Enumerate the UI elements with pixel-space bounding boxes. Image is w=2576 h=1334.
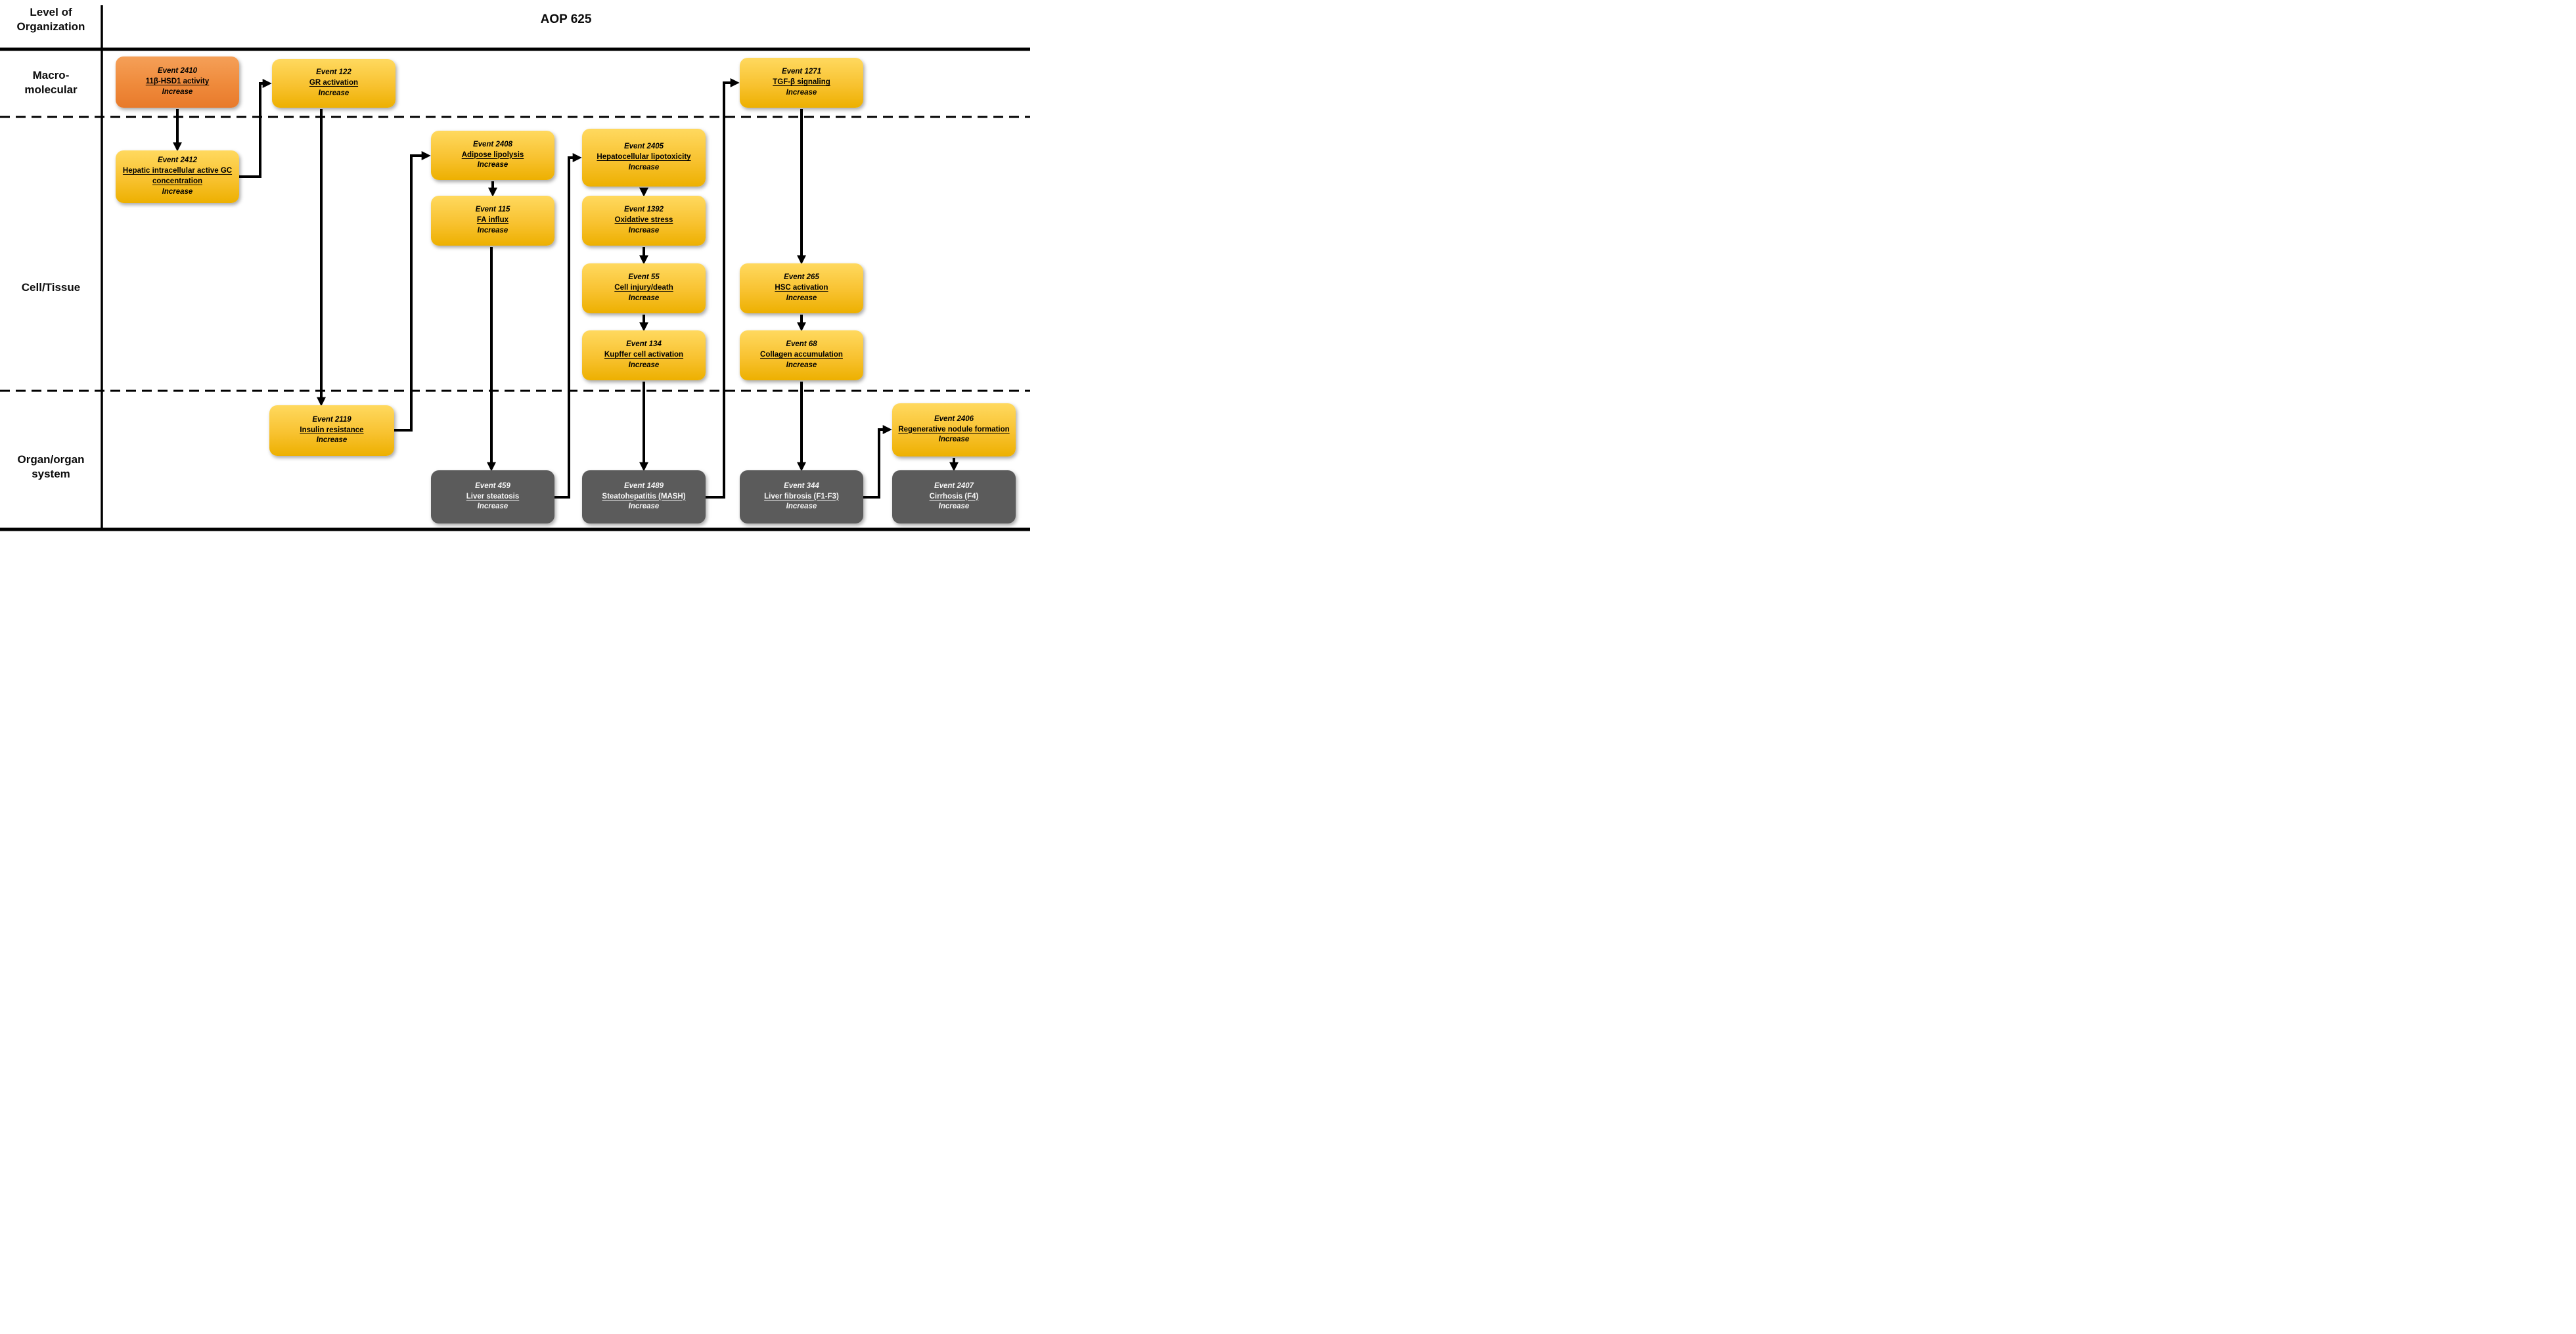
event-id: Event 459 <box>475 481 510 490</box>
event-direction: Increase <box>318 89 350 97</box>
event-id: Event 2407 <box>934 481 974 490</box>
event-box-122: Event 122 GR activation Increase <box>272 59 395 108</box>
level-label-cell-tissue: Cell/Tissue <box>21 281 81 294</box>
event-box-2119: Event 2119 Insulin resistance Increase <box>269 405 394 456</box>
event-box-344: Event 344 Liver fibrosis (F1-F3) Increas… <box>740 470 863 523</box>
event-id: Event 68 <box>786 340 817 349</box>
event-name: 11β-HSD1 activity <box>145 78 210 86</box>
event-name: Adipose lipolysis <box>461 150 524 159</box>
event-box-68: Event 68 Collagen accumulation Increase <box>740 330 863 380</box>
event-id: Event 344 <box>784 481 819 490</box>
event-direction: Increase <box>628 361 660 369</box>
event-box-134: Event 134 Kupffer cell activation Increa… <box>582 330 706 380</box>
event-name: Hepatic intracellular active GC concentr… <box>122 167 233 185</box>
event-direction: Increase <box>628 294 660 302</box>
event-direction: Increase <box>628 502 660 511</box>
event-id: Event 134 <box>626 340 662 349</box>
event-name: GR activation <box>309 79 359 87</box>
event-box-2412: Event 2412 Hepatic intracellular active … <box>116 150 239 203</box>
event-box-2406: Event 2406 Regenerative nodule formation… <box>892 403 1016 456</box>
event-box-1392: Event 1392 Oxidative stress Increase <box>582 196 706 246</box>
event-name: Liver fibrosis (F1-F3) <box>764 492 839 500</box>
arrow-459-2405 <box>553 153 582 499</box>
arrow-1489-1271 <box>704 78 740 499</box>
event-id: Event 2408 <box>472 140 513 148</box>
arrow-344-2406 <box>862 425 892 499</box>
event-name: Cell injury/death <box>614 284 673 292</box>
event-id: Event 1392 <box>623 206 664 214</box>
event-direction: Increase <box>938 502 970 511</box>
event-direction: Increase <box>477 502 508 511</box>
event-name: Insulin resistance <box>300 426 364 434</box>
event-direction: Increase <box>477 226 508 234</box>
event-name: Regenerative nodule formation <box>898 425 1010 434</box>
event-name: Kupffer cell activation <box>604 351 684 359</box>
event-name: Hepatocellular lipotoxicity <box>597 153 691 162</box>
event-name: Liver steatosis <box>466 492 520 500</box>
event-direction: Increase <box>786 502 817 511</box>
diagram-title: AOP 625 <box>540 12 592 26</box>
event-name: Cirrhosis (F4) <box>929 492 979 500</box>
event-direction: Increase <box>938 435 970 444</box>
event-box-2407: Event 2407 Cirrhosis (F4) Increase <box>892 470 1016 523</box>
event-box-115: Event 115 FA influx Increase <box>431 196 554 246</box>
event-name: Oxidative stress <box>614 216 673 225</box>
level-column-header: Level of Organization <box>16 6 85 33</box>
event-box-459: Event 459 Liver steatosis Increase <box>431 470 554 523</box>
event-id: Event 1489 <box>623 481 664 490</box>
event-box-2410: Event 2410 11β-HSD1 activity Increase <box>116 56 239 108</box>
event-direction: Increase <box>786 88 817 97</box>
arrow-2412-122 <box>238 79 272 178</box>
event-box-2408: Event 2408 Adipose lipolysis Increase <box>431 131 554 180</box>
event-id: Event 2119 <box>312 415 351 424</box>
level-label-organ-system: Organ/organ system <box>17 453 85 481</box>
event-box-2405: Event 2405 Hepatocellular lipotoxicity I… <box>582 129 706 187</box>
event-id: Event 2412 <box>157 156 198 165</box>
event-name: HSC activation <box>775 284 828 292</box>
connector-layer <box>0 5 1030 531</box>
event-direction: Increase <box>786 361 817 369</box>
event-box-1489: Event 1489 Steatohepatitis (MASH) Increa… <box>582 470 706 523</box>
event-id: Event 122 <box>316 68 351 77</box>
event-name: FA influx <box>476 216 509 225</box>
event-direction: Increase <box>162 87 193 96</box>
event-direction: Increase <box>316 436 348 445</box>
event-direction: Increase <box>786 294 817 302</box>
event-name: Collagen accumulation <box>760 351 843 359</box>
event-direction: Increase <box>628 163 660 171</box>
event-id: Event 2405 <box>623 143 664 151</box>
event-id: Event 2410 <box>157 67 198 76</box>
arrow-2119-2408 <box>393 151 431 432</box>
level-label-macromolecular: Macro- molecular <box>24 69 78 97</box>
event-direction: Increase <box>477 161 508 169</box>
event-id: Event 115 <box>475 206 510 214</box>
event-id: Event 1271 <box>781 68 822 76</box>
event-direction: Increase <box>162 187 193 196</box>
event-id: Event 2406 <box>934 414 974 423</box>
event-box-1271: Event 1271 TGF-β signaling Increase <box>740 58 863 108</box>
event-name: TGF-β signaling <box>773 78 830 87</box>
event-name: Steatohepatitis (MASH) <box>602 492 686 500</box>
event-direction: Increase <box>628 226 660 234</box>
event-box-265: Event 265 HSC activation Increase <box>740 263 863 313</box>
event-id: Event 55 <box>628 273 660 282</box>
event-box-55: Event 55 Cell injury/death Increase <box>582 263 706 313</box>
event-id: Event 265 <box>784 273 819 282</box>
aop-diagram: Level of Organization AOP 625 Macro- mol… <box>0 0 1030 533</box>
